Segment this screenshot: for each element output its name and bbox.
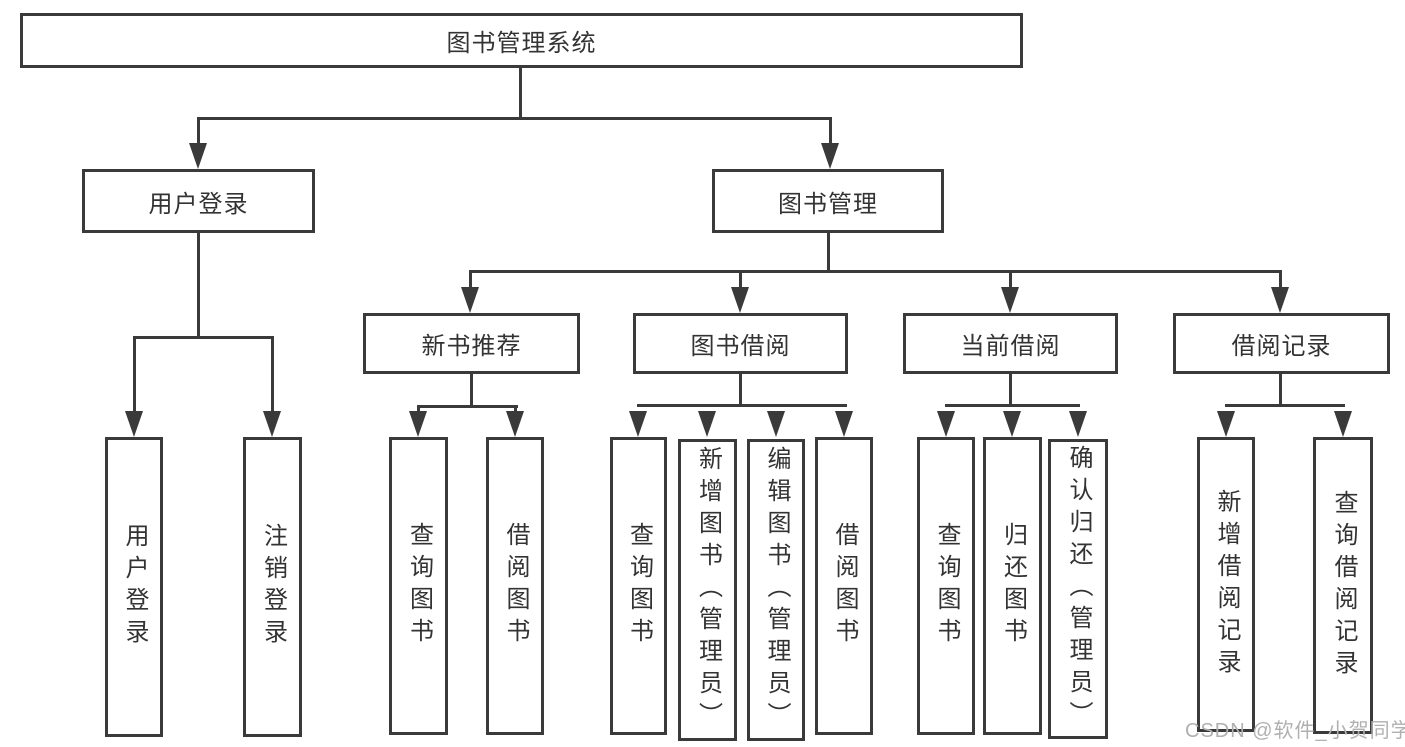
arrow-down-icon [629, 411, 647, 437]
node-root: 图书管理系统 [20, 13, 1023, 68]
node-borrow-record-label: 借阅记录 [1231, 333, 1332, 360]
leaf-user-login: 用户登录 [105, 437, 163, 737]
arrow-down-icon [461, 287, 479, 313]
arrow-down-icon [1217, 411, 1235, 437]
connector-line [271, 336, 274, 418]
connector-line [197, 233, 200, 337]
arrow-down-icon [698, 411, 716, 437]
connector-line [470, 374, 473, 408]
leaf-borrow-books-recommend: 借阅图书 [486, 437, 544, 735]
connector-line [1009, 374, 1012, 407]
connector-line [1279, 270, 1282, 297]
node-book-borrow: 图书借阅 [633, 313, 848, 374]
arrow-down-icon [1001, 287, 1019, 313]
watermark-text: CSDN @软件_小贺同学 [1185, 720, 1405, 742]
leaf-label: 确认归还（管理员） [1065, 445, 1092, 733]
connector-line [519, 68, 522, 118]
leaf-label: 查询图书 [405, 522, 433, 650]
leaf-query-books-current: 查询图书 [917, 437, 975, 735]
leaf-add-books-admin: 新增图书（管理员） [678, 439, 737, 741]
leaf-edit-books-admin: 编辑图书（管理员） [747, 439, 805, 741]
connector-line [829, 117, 832, 149]
leaf-query-books-borrow: 查询图书 [610, 437, 667, 735]
node-current-borrow: 当前借阅 [903, 313, 1118, 374]
connector-line [133, 336, 136, 418]
node-book-management-label: 图书管理 [778, 190, 878, 218]
arrow-down-icon [125, 411, 143, 437]
connector-line [133, 336, 274, 339]
leaf-label: 借阅图书 [502, 522, 529, 650]
node-current-borrow-label: 当前借阅 [960, 333, 1061, 360]
arrow-down-icon [1003, 411, 1021, 437]
leaf-label: 查询借阅记录 [1330, 489, 1357, 682]
arrow-down-icon [506, 411, 524, 437]
connector-line [1225, 404, 1345, 407]
connector-line [417, 405, 518, 408]
node-user-login-label: 用户登录 [148, 190, 249, 218]
connector-line [1009, 270, 1012, 297]
leaf-query-borrow-record: 查询借阅记录 [1313, 437, 1373, 734]
arrow-down-icon [263, 411, 281, 437]
leaf-label: 注销登录 [259, 523, 287, 651]
leaf-logout: 注销登录 [243, 437, 302, 737]
arrow-down-icon [767, 411, 785, 437]
node-new-book-recommend-label: 新书推荐 [421, 333, 522, 360]
connector-line [945, 404, 1080, 407]
connector-line [469, 270, 472, 297]
arrow-down-icon [937, 411, 955, 437]
leaf-label: 新增借阅记录 [1213, 488, 1240, 681]
arrow-down-icon [409, 411, 427, 437]
node-user-login: 用户登录 [82, 169, 315, 233]
connector-line [827, 233, 830, 272]
leaf-label: 编辑图书（管理员） [763, 446, 790, 734]
leaf-confirm-return-admin: 确认归还（管理员） [1048, 439, 1108, 739]
connector-line [197, 117, 200, 149]
leaf-label: 查询图书 [625, 522, 653, 650]
arrow-down-icon [835, 411, 853, 437]
connector-line [739, 270, 742, 297]
connector-line [637, 404, 847, 407]
arrow-down-icon [731, 287, 749, 313]
node-book-borrow-label: 图书借阅 [690, 333, 791, 360]
node-new-book-recommend: 新书推荐 [363, 313, 580, 374]
connector-line [197, 117, 832, 120]
leaf-label: 用户登录 [121, 523, 148, 651]
arrow-down-icon [1334, 411, 1352, 437]
arrow-down-icon [1069, 411, 1087, 437]
leaf-label: 借阅图书 [831, 522, 858, 650]
leaf-return-books: 归还图书 [983, 437, 1042, 735]
arrow-down-icon [1271, 287, 1289, 313]
connector-line [469, 270, 1282, 273]
leaf-query-books-recommend: 查询图书 [389, 437, 448, 735]
leaf-borrow-books: 借阅图书 [815, 437, 873, 735]
leaf-add-borrow-record: 新增借阅记录 [1197, 437, 1255, 732]
node-root-label: 图书管理系统 [446, 30, 597, 57]
leaf-label: 归还图书 [999, 522, 1027, 650]
node-borrow-record: 借阅记录 [1173, 313, 1390, 374]
connector-line [1279, 374, 1282, 407]
leaf-label: 新增图书（管理员） [694, 446, 722, 734]
arrow-down-icon [189, 143, 207, 169]
leaf-label: 查询图书 [933, 522, 960, 650]
node-book-management: 图书管理 [712, 169, 944, 233]
arrow-down-icon [821, 143, 839, 169]
connector-line [739, 374, 742, 407]
